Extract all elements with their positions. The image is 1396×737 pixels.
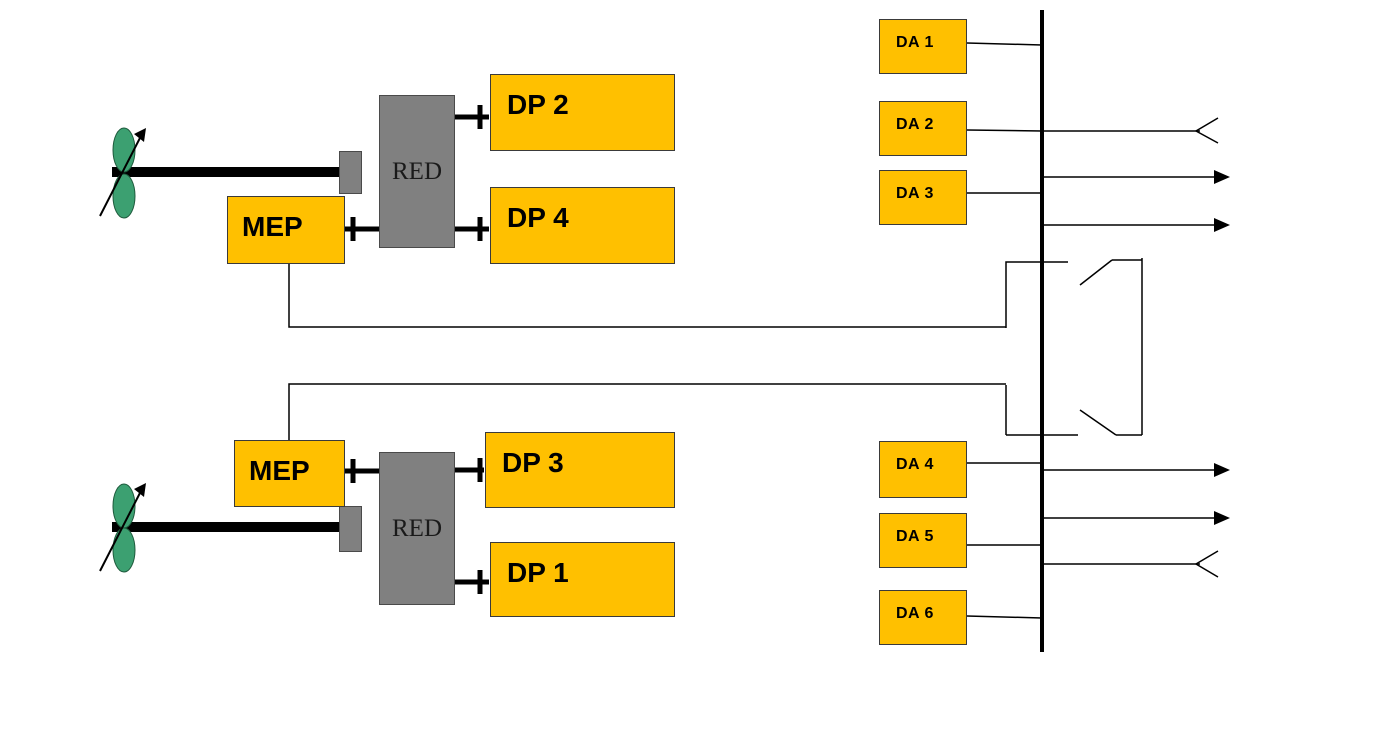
lower-generator-dp3: DP 3 bbox=[485, 432, 675, 508]
upper-generator-dp2: DP 2 bbox=[490, 74, 675, 151]
lower-motor-mep: MEP bbox=[234, 440, 345, 507]
da3-label: DA 3 bbox=[896, 185, 934, 202]
upper-shaft-coupling bbox=[339, 151, 362, 194]
da2-label: DA 2 bbox=[896, 116, 934, 133]
da6-label: DA 6 bbox=[896, 605, 934, 622]
dp3-label: DP 3 bbox=[502, 447, 564, 478]
dp2-label: DP 2 bbox=[507, 89, 569, 120]
dp4-label: DP 4 bbox=[507, 202, 569, 233]
lower-generator-dp1: DP 1 bbox=[490, 542, 675, 617]
aux-generator-da3: DA 3 bbox=[879, 170, 967, 225]
motor-feed-lines bbox=[288, 263, 1006, 441]
upper-generator-dp4: DP 4 bbox=[490, 187, 675, 264]
upper-motor-mep: MEP bbox=[227, 196, 345, 264]
aux-generator-da5: DA 5 bbox=[879, 513, 967, 568]
upper-mep-label: MEP bbox=[242, 211, 303, 242]
aux-generator-da2: DA 2 bbox=[879, 101, 967, 156]
upper-gearbox: RED bbox=[379, 95, 455, 248]
da1-label: DA 1 bbox=[896, 34, 934, 51]
aux-generator-da4: DA 4 bbox=[879, 441, 967, 498]
da4-label: DA 4 bbox=[896, 456, 934, 473]
upper-propeller-icon bbox=[99, 127, 146, 219]
upper-gearbox-connectors bbox=[345, 105, 489, 241]
lower-gearbox-label: RED bbox=[392, 514, 442, 542]
dp1-label: DP 1 bbox=[507, 557, 569, 588]
feeder-arrowheads bbox=[1214, 170, 1230, 525]
da5-label: DA 5 bbox=[896, 528, 934, 545]
lower-mep-label: MEP bbox=[249, 455, 310, 486]
aux-generator-da6: DA 6 bbox=[879, 590, 967, 645]
upper-gearbox-label: RED bbox=[392, 157, 442, 185]
lower-gearbox: RED bbox=[379, 452, 455, 605]
lower-propeller-icon bbox=[99, 483, 146, 573]
da-bus-connections bbox=[966, 42, 1043, 619]
bus-tie-switch bbox=[1005, 258, 1143, 436]
lower-shaft-coupling bbox=[339, 506, 362, 552]
lower-gearbox-connectors bbox=[345, 458, 489, 594]
bus-outgoing-feeders bbox=[1042, 117, 1219, 578]
aux-generator-da1: DA 1 bbox=[879, 19, 967, 74]
